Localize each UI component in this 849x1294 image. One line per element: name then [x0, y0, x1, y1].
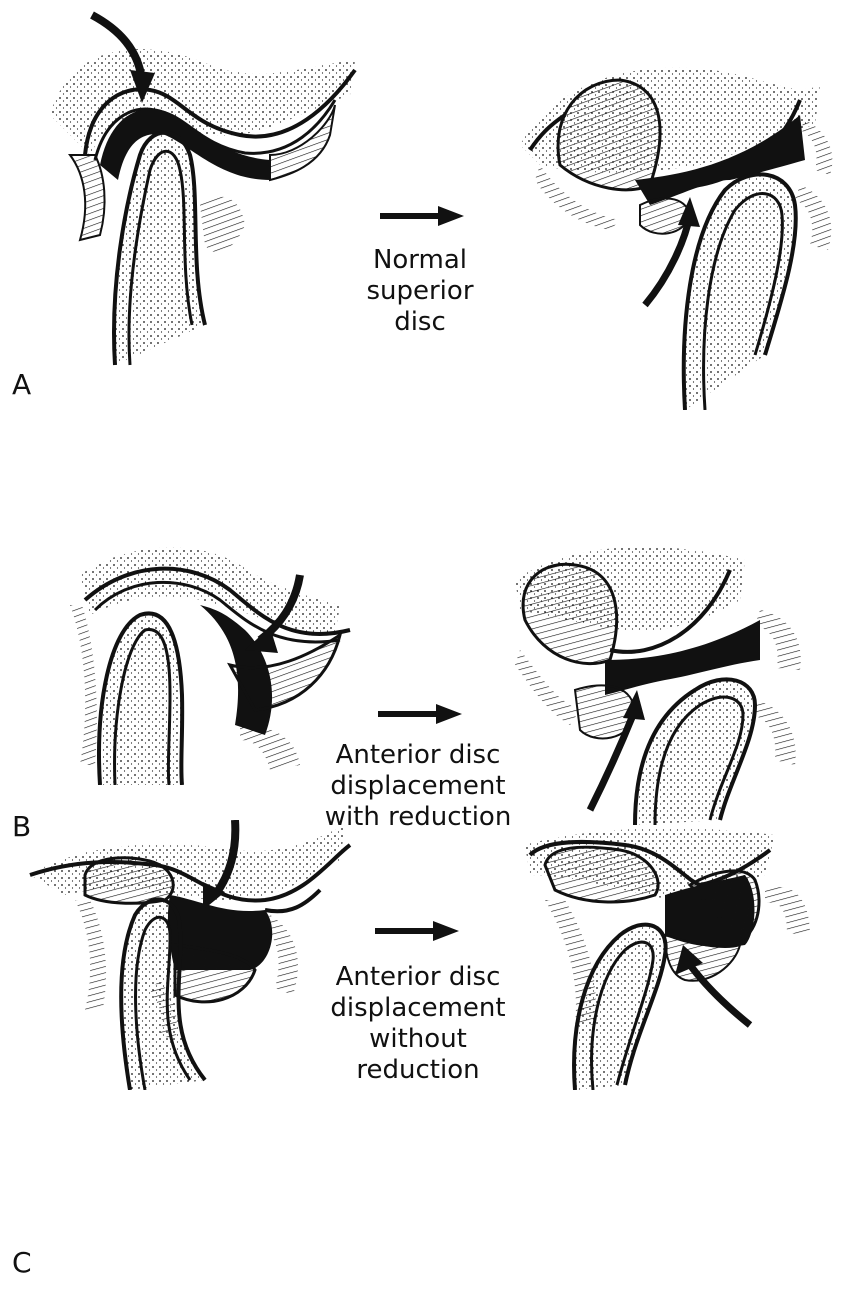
- tmj-open-normal-illustration: [520, 55, 840, 410]
- right-arrow-icon: [375, 920, 460, 942]
- panel-c: Anterior disc displacement without reduc…: [0, 800, 849, 1294]
- caption-line: Anterior disc: [318, 962, 518, 993]
- caption-line: displacement: [318, 993, 518, 1024]
- caption-line: reduction: [318, 1055, 518, 1086]
- tmj-closed-displaced-reduction-illustration: [70, 535, 360, 785]
- caption-line: Anterior disc: [318, 740, 518, 771]
- caption-normal-superior-disc: Normal superior disc: [320, 245, 520, 338]
- tmj-open-displaced-reduction-illustration: [515, 540, 815, 830]
- caption-line: without: [318, 1024, 518, 1055]
- tmj-closed-displaced-no-reduction-illustration: [25, 820, 355, 1090]
- caption-anterior-disc-displacement-without-reduction: Anterior disc displacement without reduc…: [318, 962, 518, 1086]
- caption-line: superior: [320, 276, 520, 307]
- tmj-open-displaced-no-reduction-illustration: [525, 825, 825, 1090]
- panel-letter: C: [12, 1246, 32, 1279]
- curved-arrow-icon: [690, 965, 750, 1025]
- panel-letter: A: [12, 368, 31, 401]
- caption-line: disc: [320, 307, 520, 338]
- right-arrow-icon: [378, 703, 463, 725]
- tmj-closed-normal-illustration: [30, 5, 370, 375]
- caption-line: displacement: [318, 771, 518, 802]
- panel-a: Normal superior disc A: [0, 0, 849, 420]
- caption-line: Normal: [320, 245, 520, 276]
- right-arrow-icon: [380, 205, 465, 227]
